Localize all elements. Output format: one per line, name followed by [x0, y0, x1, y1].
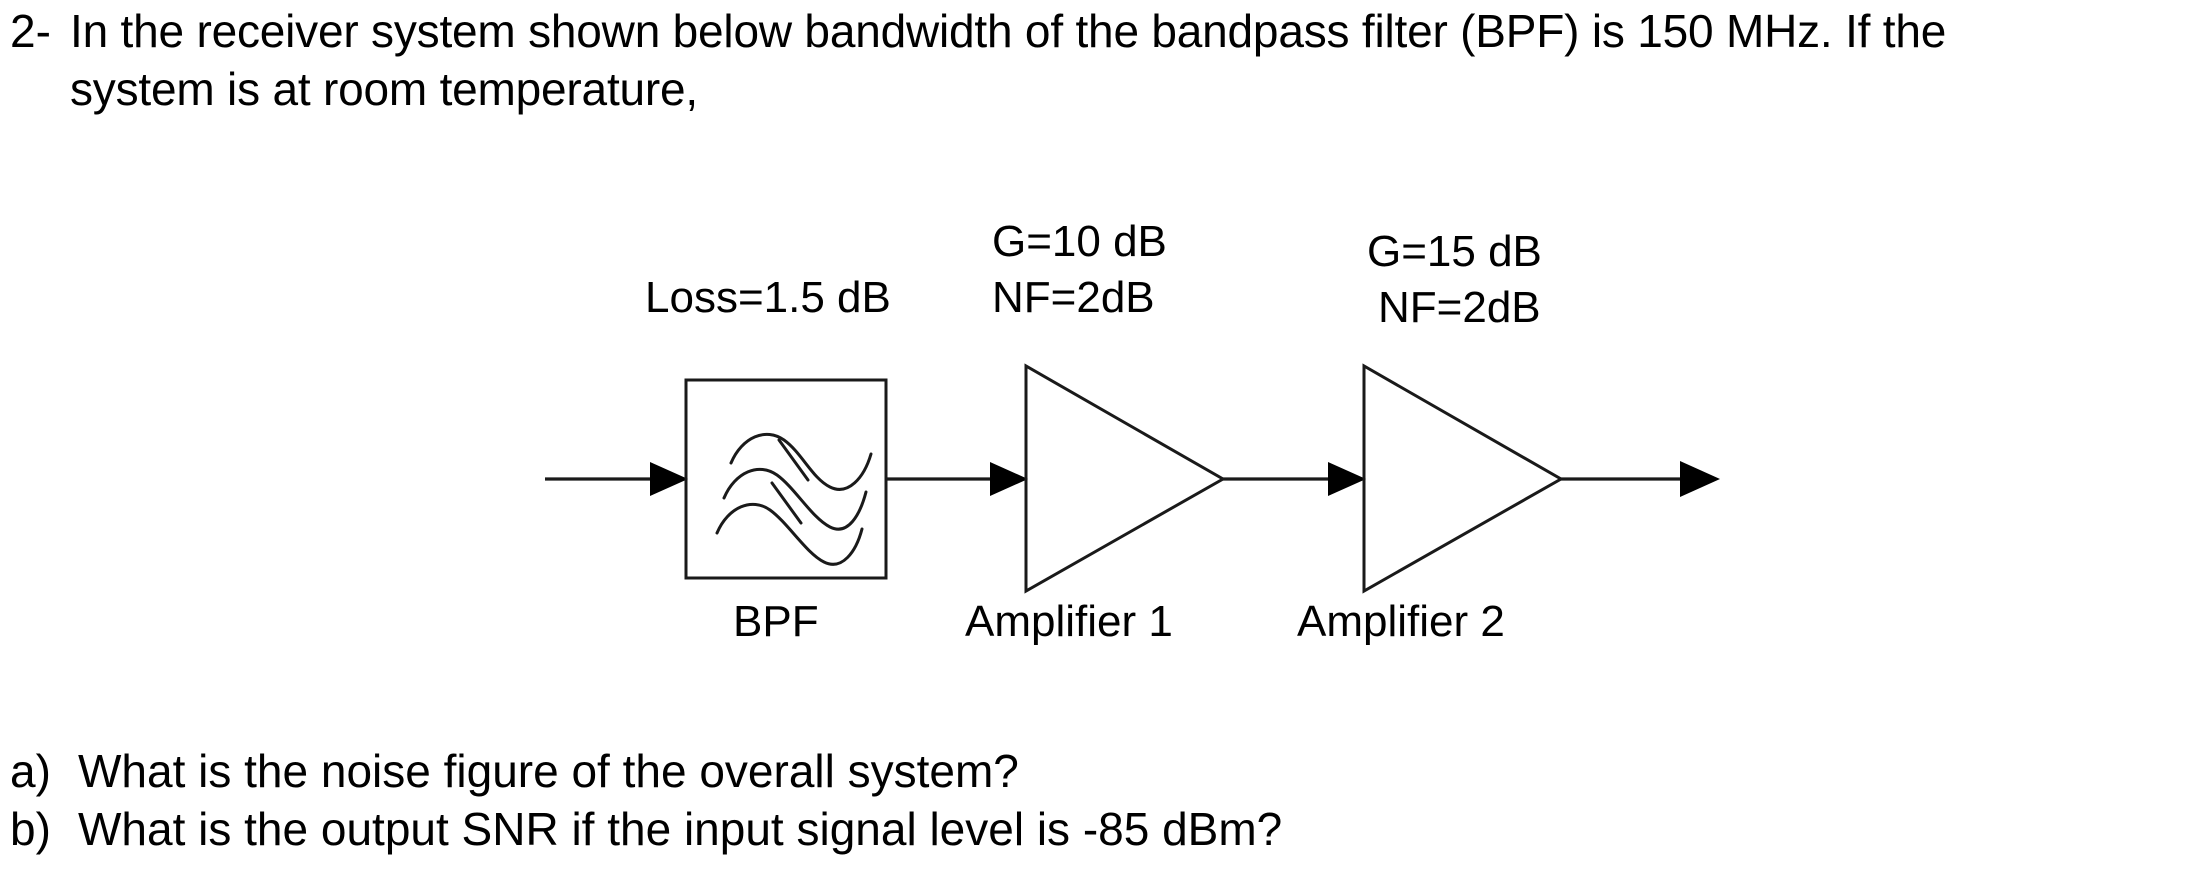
bandpass-filter-icon — [715, 432, 873, 566]
input-signal-arrow — [545, 462, 688, 496]
subquestion-b-marker: b) — [10, 803, 51, 855]
subquestion-a-text: What is the noise figure of the overall … — [78, 745, 1019, 797]
amplifier-2-nf-label: NF=2dB — [1378, 283, 1541, 332]
amplifier-1-nf-label: NF=2dB — [992, 273, 1155, 322]
amplifier-1-gain-label: G=10 dB — [992, 217, 1167, 266]
bpf-name-label: BPF — [733, 597, 819, 646]
amplifier-2-gain-label: G=15 dB — [1367, 227, 1542, 276]
subquestion-b-text: What is the output SNR if the input sign… — [78, 803, 1283, 855]
amplifier-2-name-label: Amplifier 2 — [1297, 597, 1505, 646]
question-stem-line-2: system is at room temperature, — [70, 63, 698, 115]
subquestion-a-marker: a) — [10, 745, 51, 797]
bpf-to-amplifier1-arrow — [886, 462, 1028, 496]
amplifier-1-block — [1024, 363, 1227, 594]
output-signal-arrow — [1561, 461, 1720, 497]
bpf-block — [684, 378, 888, 580]
question-stem-line-1: In the receiver system shown below bandw… — [70, 5, 1947, 57]
amplifier-1-name-label: Amplifier 1 — [965, 597, 1173, 646]
bpf-loss-label: Loss=1.5 dB — [645, 273, 891, 322]
question-number: 2- — [10, 5, 51, 57]
amplifier-2-block — [1362, 363, 1565, 594]
amplifier1-to-amplifier2-arrow — [1223, 462, 1366, 496]
